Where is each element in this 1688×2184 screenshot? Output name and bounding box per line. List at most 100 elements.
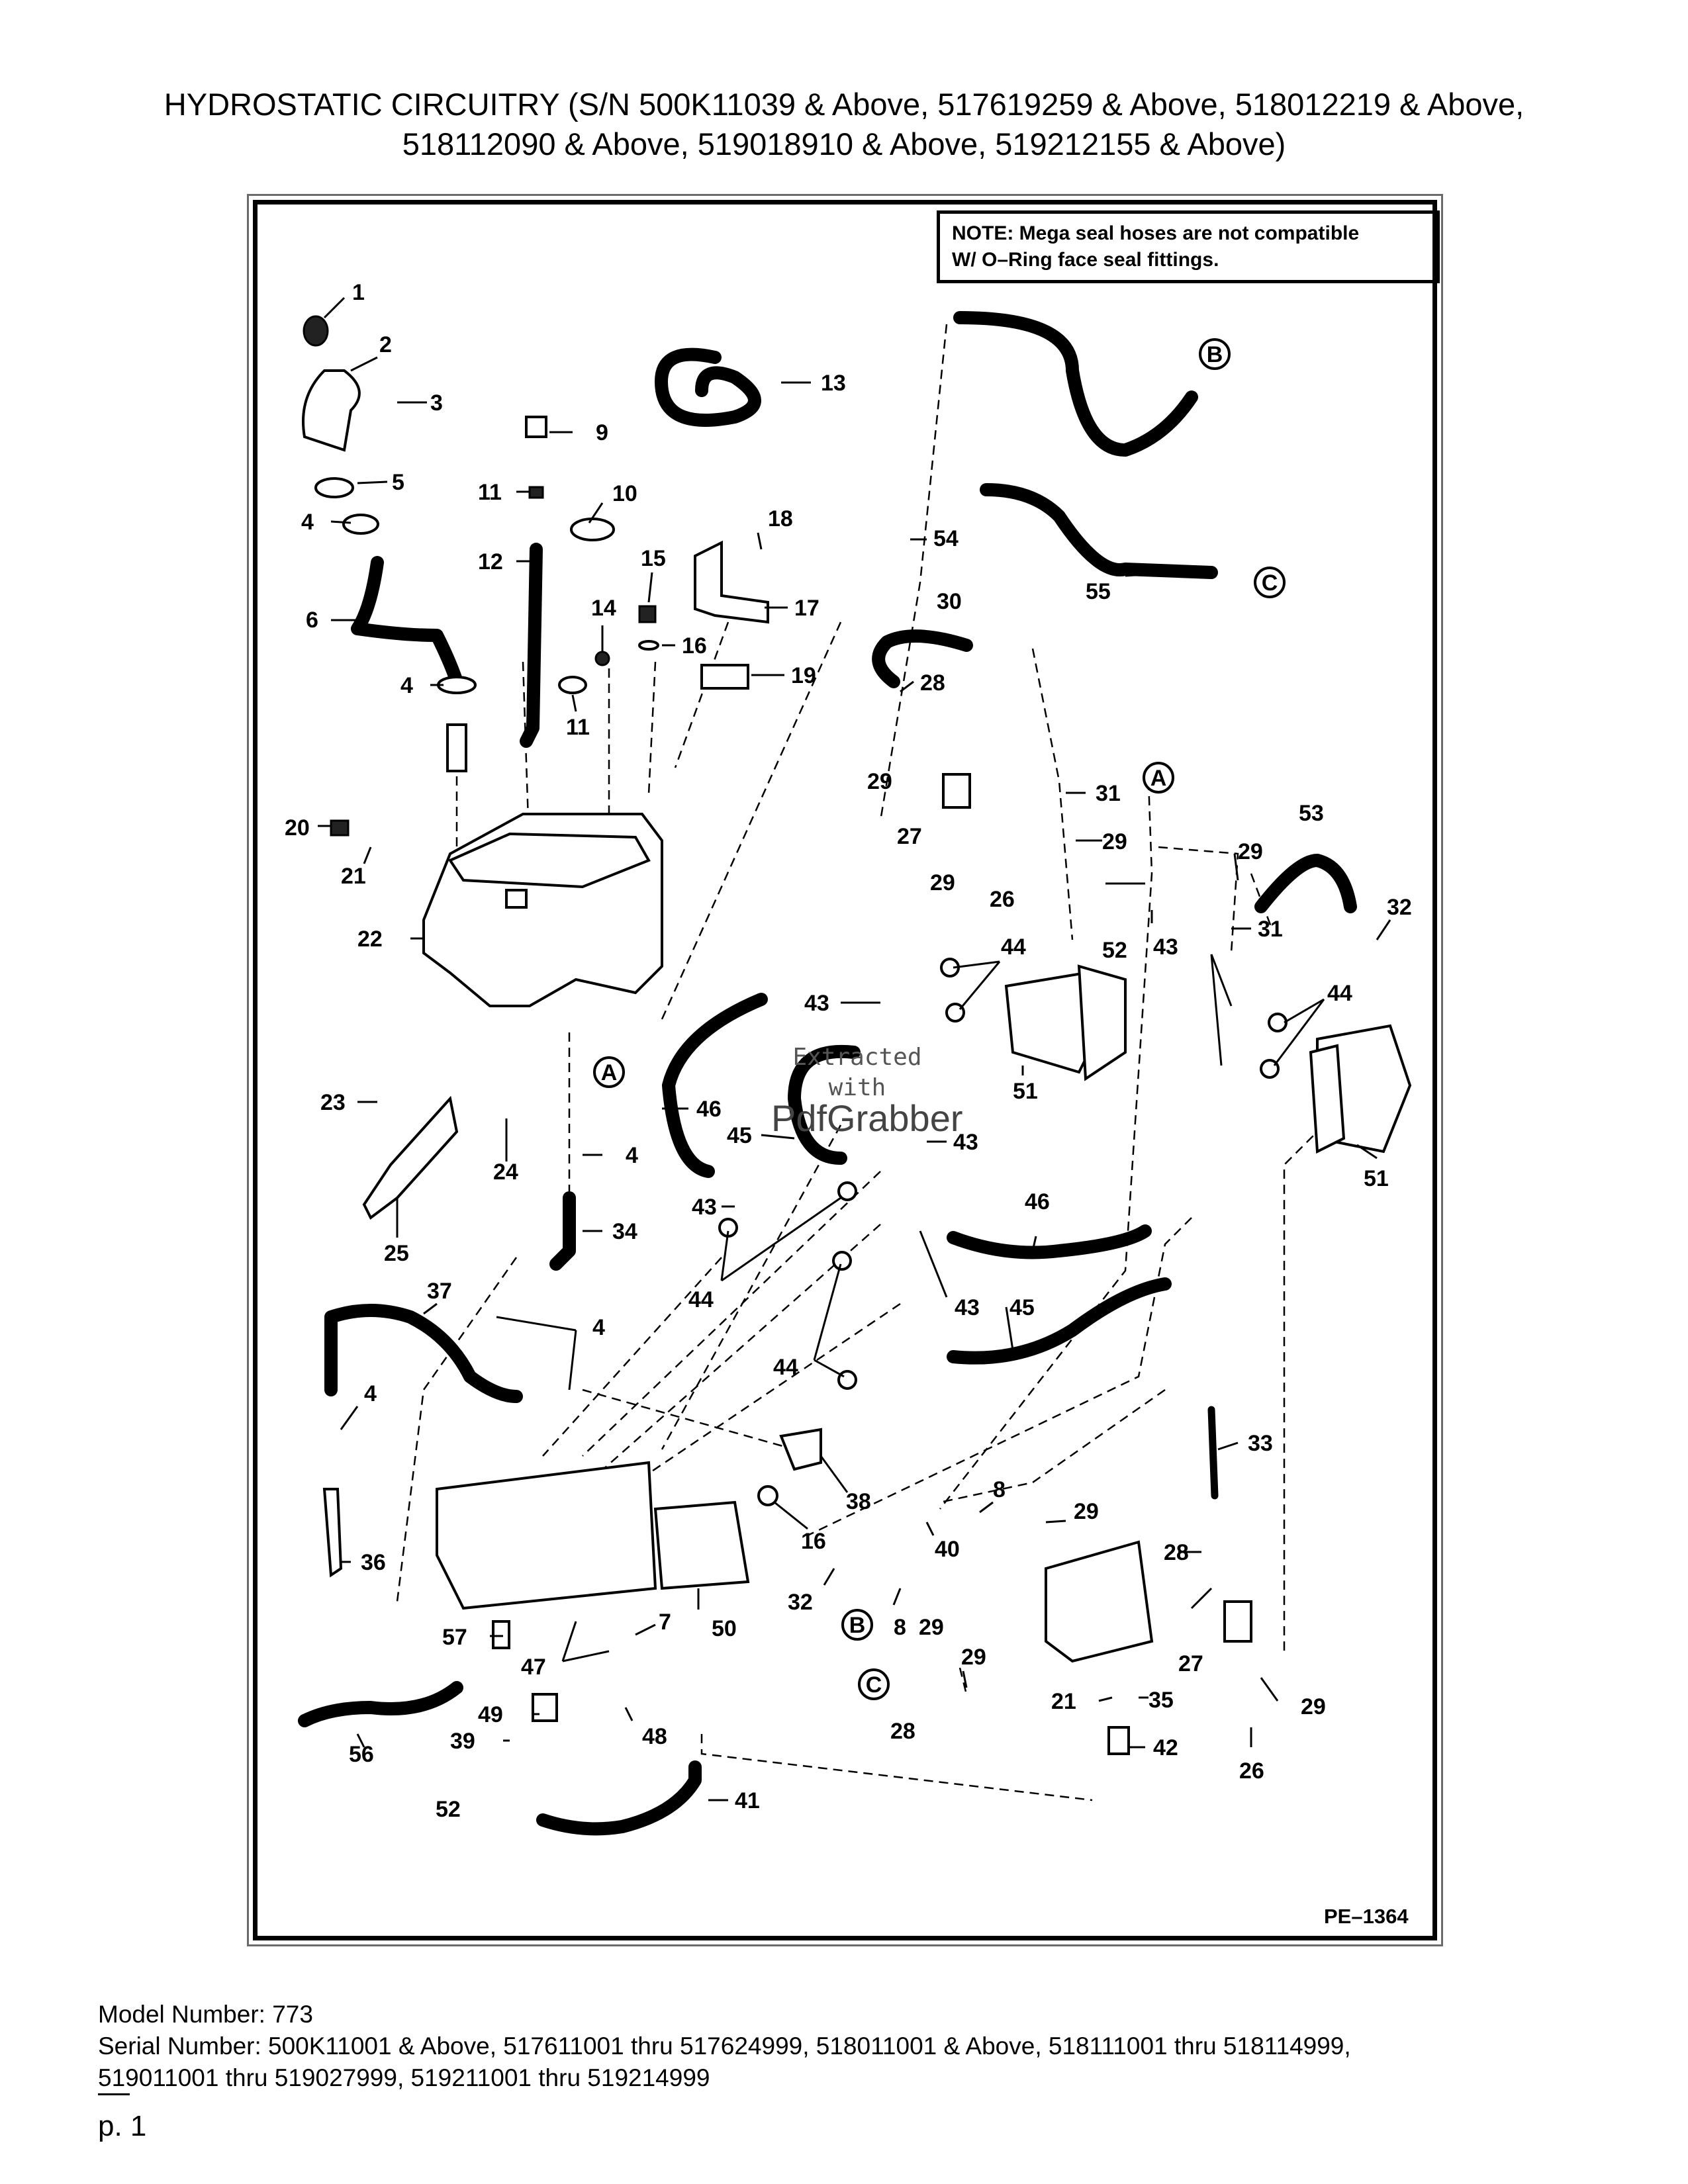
- callout-43-b: 43: [804, 991, 829, 1016]
- hose-55: [980, 483, 1218, 579]
- callout-43-a: 43: [1153, 934, 1178, 960]
- footer-rule: [98, 2093, 130, 2095]
- note-label: NOTE:: [952, 222, 1014, 244]
- callout-16-b: 16: [801, 1529, 826, 1554]
- callout-43-e: 43: [955, 1295, 980, 1320]
- hoses: [298, 311, 1357, 1836]
- callout-4-b: 4: [400, 673, 413, 698]
- callout-31-b: 31: [1258, 917, 1283, 942]
- callout-42: 42: [1153, 1735, 1178, 1760]
- callout-43-d: 43: [692, 1195, 717, 1220]
- oring-16-bottom: [757, 1485, 778, 1506]
- callout-11-a: 11: [478, 480, 502, 505]
- callout-51-a: 51: [1013, 1079, 1038, 1104]
- callout-33: 33: [1248, 1431, 1273, 1456]
- serial-number-line-2: 519011001 thru 519027999, 519211001 thru…: [98, 2064, 710, 2091]
- note-text-2: W/ O–Ring face seal fittings.: [952, 249, 1219, 271]
- callout-14: 14: [591, 596, 616, 621]
- callout-10: 10: [612, 481, 637, 506]
- marker-b-top-label: B: [1207, 342, 1223, 367]
- fitting-14: [594, 651, 610, 666]
- callout-7: 7: [659, 1610, 671, 1635]
- callout-44-a: 44: [1001, 934, 1026, 960]
- callout-29-e: 29: [1074, 1499, 1099, 1524]
- callout-15: 15: [641, 546, 666, 571]
- callout-50: 50: [712, 1616, 737, 1641]
- callout-21-a: 21: [341, 864, 366, 889]
- callout-4-a: 4: [301, 510, 314, 535]
- hose-12: [520, 543, 543, 748]
- oring-44-h: [837, 1370, 857, 1390]
- fitting-11: [528, 486, 544, 499]
- callout-22: 22: [357, 927, 383, 952]
- figure-id: PE–1364: [1324, 1905, 1409, 1928]
- callout-20: 20: [285, 815, 310, 841]
- hose-45-upper: [788, 1044, 861, 1165]
- callout-8-b: 8: [894, 1615, 906, 1640]
- hose-30: [872, 629, 973, 688]
- leader-lines: [318, 296, 1391, 1801]
- callout-43-c: 43: [953, 1130, 978, 1155]
- marker-a-bottom: [593, 1056, 625, 1088]
- watermark: Extracted with PdfGrabber: [771, 1042, 963, 1137]
- callout-34: 34: [612, 1219, 637, 1244]
- bracket-17: [694, 540, 769, 624]
- hydrostatic-pump: [436, 1461, 657, 1610]
- motor-51-right-flange: [1309, 1044, 1346, 1154]
- callout-55: 55: [1086, 579, 1111, 604]
- callout-17: 17: [794, 596, 820, 621]
- motor-51-left-flange: [1077, 964, 1127, 1081]
- callout-8-a: 8: [993, 1477, 1006, 1502]
- marker-a-top-label: A: [1150, 766, 1167, 791]
- hose-53: [1254, 854, 1357, 913]
- hose-46-upper: [662, 993, 768, 1178]
- callout-26-b: 26: [1239, 1758, 1264, 1784]
- reservoir-filler: [505, 889, 528, 909]
- clamp-4-mid: [437, 676, 477, 694]
- callout-24: 24: [493, 1160, 518, 1185]
- callout-19: 19: [791, 663, 816, 688]
- callout-28-c: 28: [890, 1719, 915, 1744]
- marker-a-top: [1143, 762, 1174, 794]
- marker-a-bottom-label: A: [601, 1060, 618, 1085]
- callout-11-b: 11: [566, 715, 590, 740]
- marker-b-top: [1199, 338, 1231, 370]
- connection-lines: [396, 324, 1325, 1801]
- note-text: Mega seal hoses are not compatible: [1013, 222, 1360, 244]
- callout-40: 40: [935, 1537, 960, 1562]
- callout-36: 36: [361, 1550, 386, 1575]
- hose-37: [324, 1304, 523, 1403]
- marker-c-top-label: C: [1262, 570, 1278, 596]
- callout-18: 18: [768, 506, 793, 531]
- filter-27-top: [942, 773, 971, 809]
- callout-29-c: 29: [930, 870, 955, 895]
- callout-35: 35: [1149, 1688, 1174, 1713]
- callout-4-d: 4: [592, 1315, 605, 1340]
- fitting-42: [1107, 1726, 1130, 1755]
- callout-54: 54: [933, 526, 959, 551]
- title-line-2: 518112090 & Above, 519018910 & Above, 51…: [402, 126, 1286, 161]
- fitting-38: [779, 1428, 822, 1471]
- valve-35: [1045, 1540, 1154, 1663]
- marker-c-bottom-label: C: [866, 1672, 882, 1698]
- callout-6: 6: [306, 608, 318, 633]
- oring-44-g: [832, 1251, 852, 1271]
- oring-44-f: [837, 1181, 857, 1201]
- model-number: Model Number: 773: [98, 2001, 313, 2028]
- serial-number-line-1: Serial Number: 500K11001 & Above, 517611…: [98, 2032, 1351, 2060]
- callout-45-a: 45: [727, 1123, 752, 1148]
- hose-45-lower: [947, 1277, 1172, 1365]
- fitting-57: [492, 1620, 510, 1649]
- callout-38: 38: [846, 1489, 871, 1514]
- callout-44-c: 44: [688, 1287, 714, 1312]
- watermark-line-2: with: [828, 1074, 886, 1101]
- hose-b-line: [953, 311, 1198, 457]
- marker-c-bottom: [858, 1668, 890, 1700]
- marker-b-bottom: [841, 1609, 873, 1641]
- cap-1: [303, 315, 329, 347]
- callout-52-a: 52: [1102, 938, 1127, 963]
- pad-19: [700, 664, 749, 690]
- diagram-frame: [253, 200, 1437, 1940]
- callout-3: 3: [430, 390, 443, 416]
